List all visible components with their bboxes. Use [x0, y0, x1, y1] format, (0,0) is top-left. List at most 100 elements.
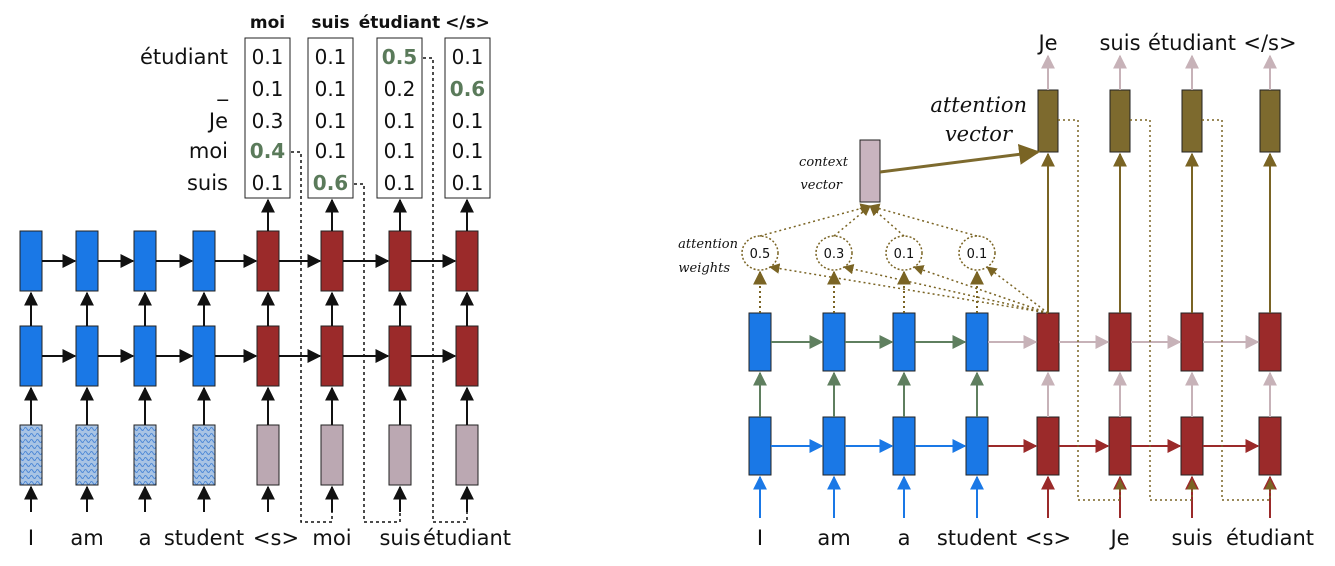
right-layer2-cell-4	[1036, 312, 1060, 372]
right-dec-to-weight-0	[768, 263, 1049, 314]
right-weight-to-context-2	[869, 205, 905, 237]
left-output-header-2: étudiant	[359, 13, 440, 33]
left-layer1-cell-1	[75, 325, 99, 387]
right-feedback-1	[1130, 119, 1198, 501]
left-layer2-cell-5	[320, 230, 344, 292]
right-layer2-cell-5	[1108, 312, 1132, 372]
right-input-word-3: student	[937, 526, 1017, 550]
right-label-attnvec-0: attention	[930, 93, 1027, 117]
right-output-word-2: étudiant	[1148, 31, 1236, 55]
right-label-context-1: vector	[800, 178, 842, 193]
right-attention-vector-1	[1109, 89, 1131, 153]
left-prob-0-2: 0.3	[252, 109, 284, 133]
right-output-word-1: suis	[1099, 31, 1140, 55]
right-attention-vector-0	[1037, 89, 1059, 153]
right-context-vector	[859, 139, 881, 203]
right-dec-to-weight-2	[913, 265, 1049, 314]
left-prob-0-4: 0.1	[252, 171, 284, 195]
left-embedding-2	[133, 424, 157, 486]
right-layer2-cell-0	[748, 312, 772, 372]
left-layer1-cell-2	[133, 325, 157, 387]
left-embedding-6	[388, 424, 412, 486]
left-layer2-cell-7	[455, 230, 479, 292]
left-prob-1-1: 0.1	[315, 77, 347, 101]
right-layer1-cell-6	[1180, 416, 1204, 476]
left-input-word-7: étudiant	[423, 526, 511, 550]
right-input-word-1: am	[817, 526, 850, 550]
left-input-word-2: a	[139, 526, 152, 550]
left-layer2-cell-6	[388, 230, 412, 292]
right-layer2-cell-7	[1258, 312, 1282, 372]
left-prob-1-4: 0.6	[313, 171, 348, 195]
left-vocab-0: étudiant	[140, 45, 228, 69]
left-output-header-1: suis	[311, 13, 349, 33]
left-layer2-cell-2	[133, 230, 157, 292]
left-layer1-cell-6	[388, 325, 412, 387]
left-output-header-0: moi	[250, 13, 285, 33]
right-attention-weight-3: 0.1	[967, 247, 988, 262]
right-feedback-0	[1058, 119, 1126, 501]
right-layer1-cell-5	[1108, 416, 1132, 476]
left-layer2-cell-4	[256, 230, 280, 292]
left-layer2-cell-0	[19, 230, 43, 292]
right-input-word-2: a	[898, 526, 911, 550]
left-prob-2-1: 0.2	[384, 77, 416, 101]
left-prob-2-4: 0.1	[384, 171, 416, 195]
right-label-context-0: context	[799, 155, 849, 170]
right-layer2-cell-1	[822, 312, 846, 372]
left-vocab-2: Je	[207, 109, 228, 133]
left-embedding-4	[256, 424, 280, 486]
right-label-weights-1: weights	[678, 261, 730, 276]
right-layer1-cell-2	[892, 416, 916, 476]
left-prob-box-0	[244, 37, 291, 199]
right-layer2-cell-2	[892, 312, 916, 372]
right-input-word-6: suis	[1171, 526, 1212, 550]
left-prob-3-1: 0.6	[450, 77, 485, 101]
right-weight-to-context-0	[759, 203, 872, 237]
right-input-word-7: étudiant	[1226, 526, 1314, 550]
left-embedding-3	[192, 424, 216, 486]
left-prob-1-2: 0.1	[315, 109, 347, 133]
right-weight-to-context-3	[868, 203, 978, 237]
left-layer1-cell-5	[320, 325, 344, 387]
left-prob-box-3	[444, 37, 491, 199]
left-prob-0-1: 0.1	[252, 77, 284, 101]
left-vocab-3: moi	[189, 139, 228, 163]
left-input-word-1: am	[70, 526, 103, 550]
left-prob-box-1	[307, 37, 354, 199]
left-input-word-4: <s>	[253, 526, 299, 550]
right-input-word-5: Je	[1108, 526, 1129, 550]
right-output-word-0: Je	[1036, 31, 1057, 55]
right-label-attnvec-1: vector	[945, 122, 1014, 146]
left-prob-1-0: 0.1	[315, 45, 347, 69]
left-embedding-1	[75, 424, 99, 486]
left-embedding-0	[19, 424, 43, 486]
right-attention-vector-3	[1259, 89, 1281, 153]
left-layer1-cell-0	[19, 325, 43, 387]
right-output-word-3: </s>	[1243, 31, 1296, 55]
left-input-word-5: moi	[312, 526, 351, 550]
left-prob-0-0: 0.1	[252, 45, 284, 69]
left-prob-3-2: 0.1	[452, 109, 484, 133]
left-layer1-cell-3	[192, 325, 216, 387]
left-feedback-0	[291, 151, 338, 523]
left-embedding-5	[320, 424, 344, 486]
right-layer1-cell-3	[965, 416, 989, 476]
left-feedback-2	[423, 57, 473, 523]
left-layer1-cell-4	[256, 325, 280, 387]
left-prob-2-2: 0.1	[384, 109, 416, 133]
right-label-weights-0: attention	[678, 237, 738, 252]
right-input-word-4: <s>	[1025, 526, 1071, 550]
right-layer1-cell-0	[748, 416, 772, 476]
left-prob-2-3: 0.1	[384, 139, 416, 163]
right-dec-to-weight-1	[842, 263, 1049, 314]
left-layer1-cell-7	[455, 325, 479, 387]
left-input-word-0: I	[28, 526, 34, 550]
right-attention-weight-1: 0.3	[824, 247, 845, 262]
left-prob-3-3: 0.1	[452, 139, 484, 163]
right-layer1-cell-7	[1258, 416, 1282, 476]
right-attention-weight-0: 0.5	[750, 247, 771, 262]
right-layer1-cell-1	[822, 416, 846, 476]
